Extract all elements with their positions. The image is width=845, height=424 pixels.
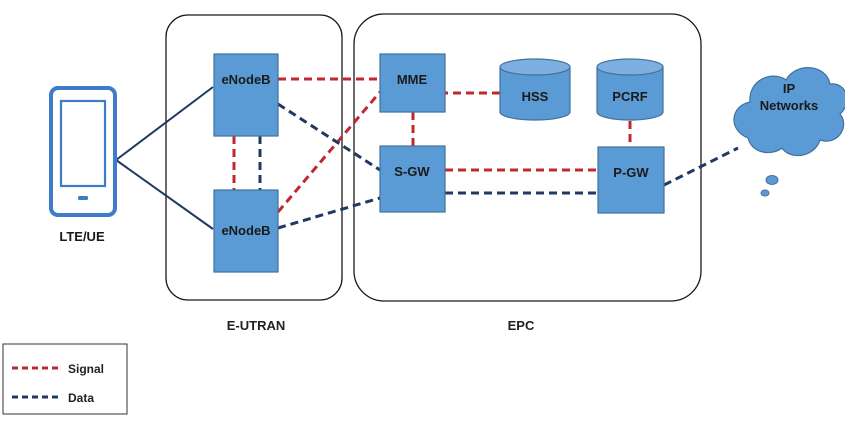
hss-label: HSS xyxy=(522,89,549,104)
cloud-bubble-large xyxy=(765,175,779,185)
enodeb-top-node: eNodeB xyxy=(213,53,279,137)
pcrf-database-icon: PCRF xyxy=(596,58,664,121)
enodeb-bottom-node: eNodeB xyxy=(213,189,279,273)
legend-signal-label: Signal xyxy=(68,362,104,376)
hss-cylinder-top xyxy=(499,58,571,76)
ue-to-enodeb-bottom-link xyxy=(115,159,214,230)
hss-cylinder-body xyxy=(499,67,571,121)
tablet-icon xyxy=(49,86,117,217)
enodeb-bottom-box xyxy=(213,189,279,273)
epc-region xyxy=(353,13,702,302)
e-utran-region xyxy=(165,14,343,301)
mme-label: MME xyxy=(397,72,428,87)
pcrf-label: PCRF xyxy=(612,89,647,104)
cloud-label-line2: Networks xyxy=(760,98,819,113)
data-links xyxy=(258,102,739,230)
pcrf-cylinder-body xyxy=(596,67,664,121)
tablet-screen xyxy=(59,99,107,188)
legend-box xyxy=(2,343,128,415)
pgw-box xyxy=(597,146,665,214)
cloud-label-line1: IP xyxy=(783,81,796,96)
hss-database-icon: HSS xyxy=(499,58,571,121)
sgw-box xyxy=(379,145,446,213)
signal-links xyxy=(232,77,632,213)
cloud-shape xyxy=(733,67,845,157)
epc-label: EPC xyxy=(508,318,535,333)
ue-to-enodeb-top-link xyxy=(115,86,214,161)
tablet-home-button xyxy=(78,196,88,200)
enodeb-bottom-label: eNodeB xyxy=(221,223,270,238)
enodeb-top-box xyxy=(213,53,279,137)
data-pgw-ip-networks xyxy=(663,146,739,187)
device-label: LTE/UE xyxy=(59,229,105,244)
pgw-label: P-GW xyxy=(613,165,649,180)
e-utran-label: E-UTRAN xyxy=(227,318,286,333)
sgw-label: S-GW xyxy=(394,164,430,179)
pcrf-cylinder-top xyxy=(596,58,664,76)
cloud-bubble-small xyxy=(760,189,770,197)
data-enodeb-bottom-sgw xyxy=(277,196,381,230)
mme-box xyxy=(379,53,446,113)
data-enodeb-top-sgw xyxy=(277,102,381,172)
cloud-icon: IP Networks xyxy=(733,67,845,197)
signal-enodeb-bottom-mme xyxy=(276,91,382,213)
enodeb-top-label: eNodeB xyxy=(221,72,270,87)
legend-data-label: Data xyxy=(68,391,94,405)
legend: Signal Data xyxy=(2,343,128,415)
mme-node: MME xyxy=(379,53,446,113)
sgw-node: S-GW xyxy=(379,145,446,213)
pgw-node: P-GW xyxy=(597,146,665,214)
tablet-frame xyxy=(49,86,117,217)
